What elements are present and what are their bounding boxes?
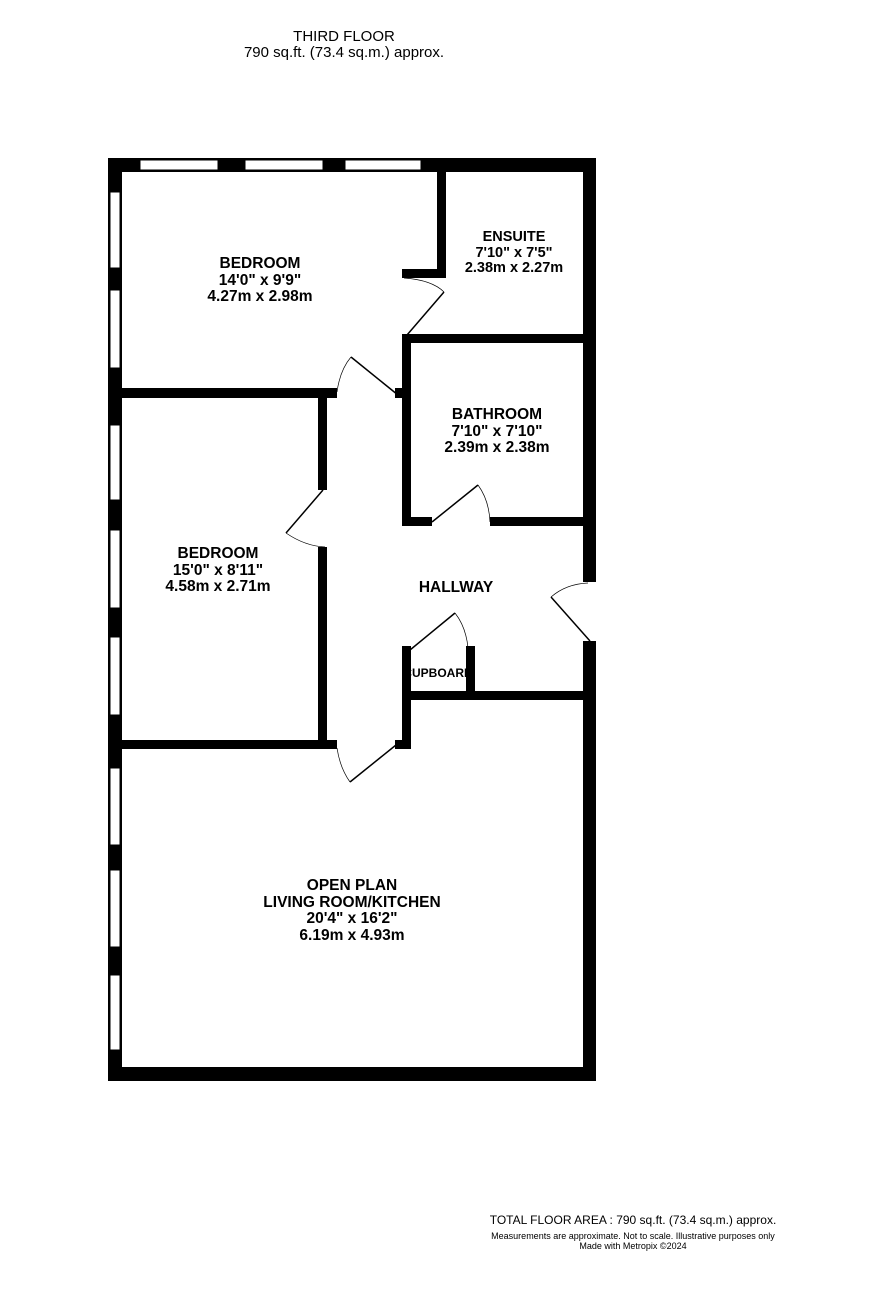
room-name: HALLWAY [418, 579, 494, 596]
room-size-metric: 2.39m x 2.38m [444, 439, 550, 456]
windows [109, 159, 422, 1051]
room-size-metric: 4.27m x 2.98m [207, 288, 313, 305]
room-size-imperial: 7'10" x 7'10" [451, 422, 543, 440]
room-name: OPEN PLAN [306, 877, 398, 894]
footer-notes: Measurements are approximate. Not to sca… [480, 1231, 786, 1251]
room-size-imperial: 15'0" x 8'11" [172, 561, 264, 579]
room-name: BEDROOM [177, 545, 259, 562]
room-size-imperial: 20'4" x 16'2" [306, 910, 398, 927]
room-label-hallway: HALLWAY [418, 579, 494, 597]
doors [285, 277, 591, 783]
room-label-bedroom-2: BEDROOM 15'0" x 8'11" 4.58m x 2.71m [165, 545, 271, 596]
room-name-line2: LIVING ROOM/KITCHEN [263, 893, 441, 911]
total-floor-area: TOTAL FLOOR AREA : 790 sq.ft. (73.4 sq.m… [489, 1213, 777, 1227]
room-name: ENSUITE [482, 229, 546, 245]
room-name: BEDROOM [219, 255, 301, 272]
room-label-living-kitchen: OPEN PLAN LIVING ROOM/KITCHEN 20'4" x 16… [263, 877, 441, 944]
room-label-ensuite: ENSUITE 7'10" x 7'5" 2.38m x 2.27m [464, 229, 564, 277]
room-label-cupboard: CUPBOARD [403, 667, 472, 680]
floor-name: THIRD FLOOR [293, 28, 395, 45]
floor-area: 790 sq.ft. (73.4 sq.m.) approx. [243, 44, 445, 61]
room-size-imperial: 14'0" x 9'9" [218, 271, 302, 289]
room-name: BATHROOM [451, 406, 543, 423]
room-size-metric: 2.38m x 2.27m [464, 260, 564, 276]
room-label-bathroom: BATHROOM 7'10" x 7'10" 2.39m x 2.38m [444, 406, 550, 457]
room-size-imperial: 7'10" x 7'5" [475, 244, 553, 261]
disclaimer: Measurements are approximate. Not to sca… [491, 1231, 775, 1241]
floor-title: THIRD FLOOR 790 sq.ft. (73.4 sq.m.) appr… [194, 29, 494, 61]
room-size-metric: 6.19m x 4.93m [299, 926, 405, 944]
credit: Made with Metropix ©2024 [579, 1241, 687, 1251]
room-label-bedroom-1: BEDROOM 14'0" x 9'9" 4.27m x 2.98m [207, 255, 313, 306]
room-size-metric: 4.58m x 2.71m [165, 578, 271, 595]
walls [108, 158, 596, 1081]
room-name: CUPBOARD [403, 666, 473, 680]
